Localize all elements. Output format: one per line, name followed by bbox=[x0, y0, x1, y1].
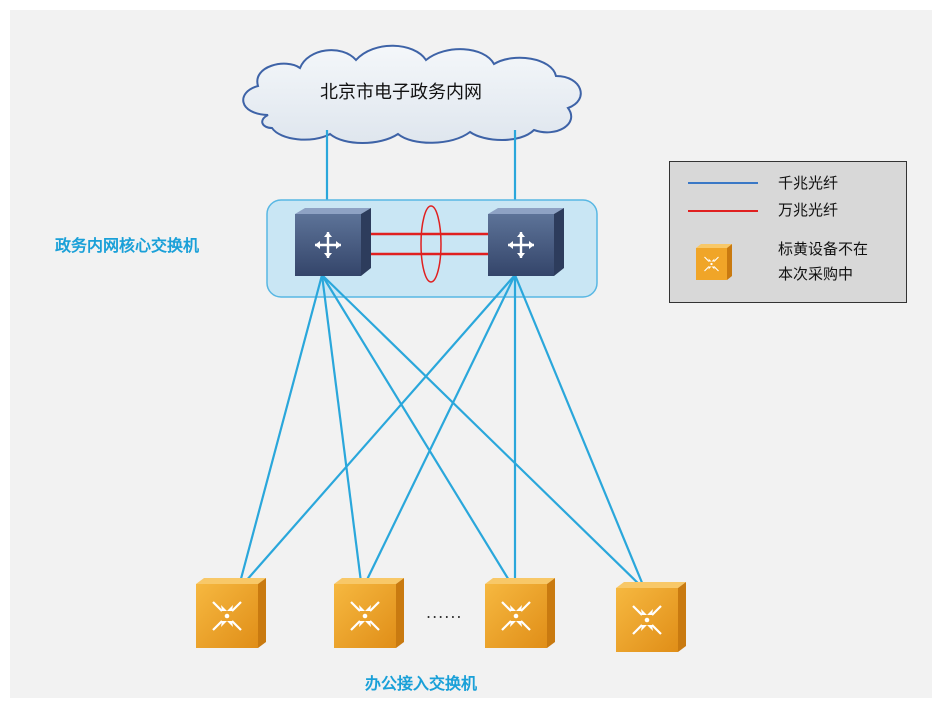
legend-gigabit-line bbox=[688, 182, 758, 184]
legend: 千兆光纤 万兆光纤 标黄设备不在 本次采购中 bbox=[669, 161, 907, 303]
legend-yellow-note-line1: 标黄设备不在 bbox=[778, 240, 869, 258]
access-switch-1[interactable] bbox=[196, 578, 266, 648]
core-switch-left[interactable] bbox=[295, 208, 371, 276]
legend-ten-gigabit-label: 万兆光纤 bbox=[778, 201, 839, 219]
core-switch-right[interactable] bbox=[488, 208, 564, 276]
legend-yellow-switch-icon bbox=[696, 244, 732, 280]
ten-gigabit-links bbox=[370, 232, 488, 256]
more-switches-ellipsis: ...... bbox=[426, 603, 463, 622]
legend-yellow-note-line2: 本次采购中 bbox=[778, 265, 854, 283]
cloud-label: 北京市电子政务内网 bbox=[320, 82, 482, 103]
access-switch-4[interactable] bbox=[616, 582, 686, 652]
legend-ten-gigabit-line bbox=[688, 210, 758, 212]
gigabit-downlinks bbox=[236, 274, 647, 591]
cloud-icon bbox=[242, 44, 582, 144]
access-switch-3[interactable] bbox=[485, 578, 555, 648]
access-switch-2[interactable] bbox=[334, 578, 404, 648]
link-aggregation-ring bbox=[420, 205, 442, 283]
core-switch-label: 政务内网核心交换机 bbox=[55, 236, 200, 255]
access-switch-label: 办公接入交换机 bbox=[365, 674, 478, 693]
legend-gigabit-label: 千兆光纤 bbox=[778, 174, 839, 192]
